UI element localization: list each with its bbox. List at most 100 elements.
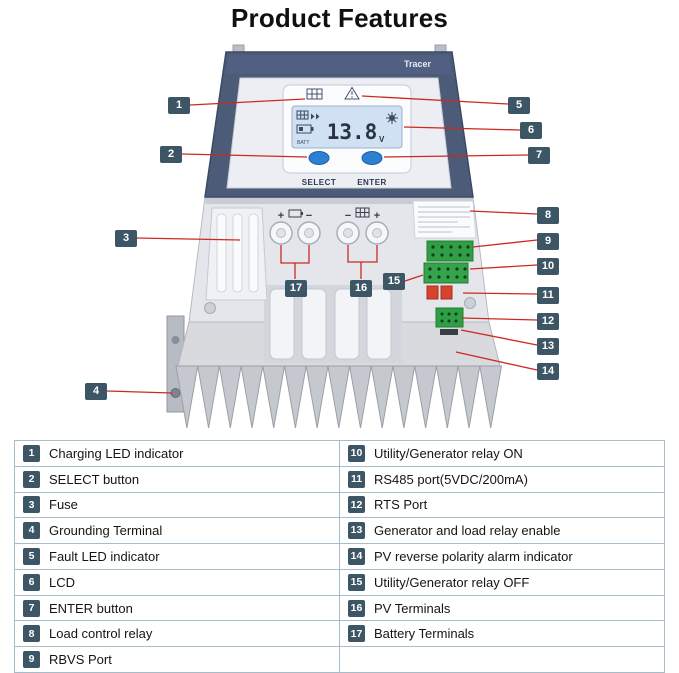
feature-row: 10 Utility/Generator relay ON	[340, 441, 664, 467]
feature-number-badge: 7	[23, 599, 40, 617]
feature-row: 2 SELECT button	[15, 467, 339, 493]
relay-wire-connectors	[426, 285, 453, 300]
feature-label: PV Terminals	[374, 600, 451, 616]
callout-8: 8	[537, 207, 559, 224]
charging-led-icon	[306, 88, 323, 100]
wire-slots	[264, 285, 402, 363]
feature-number-badge: 11	[348, 470, 365, 488]
rs485-port-block	[435, 307, 464, 335]
callout-2: 2	[160, 146, 182, 163]
callout-5: 5	[508, 97, 530, 114]
battery-plus-sign: +	[278, 210, 284, 222]
device-illustration: + − − +	[106, 44, 538, 429]
lcd-batt-label: BATT	[297, 140, 309, 146]
feature-row: 12 RTS Port	[340, 493, 664, 519]
feature-number-badge: 4	[23, 522, 40, 540]
relay-terminal-block	[423, 240, 474, 284]
pv-minus-sign: −	[345, 210, 351, 222]
feature-label: Load control relay	[49, 626, 153, 642]
callout-9: 9	[537, 233, 559, 250]
device-top-panel: Tracer	[204, 51, 474, 198]
feature-label: SELECT button	[49, 471, 140, 487]
feature-label: RBVS Port	[49, 652, 112, 668]
feature-label: RS485 port(5VDC/200mA)	[374, 471, 528, 487]
pv-symbol-icon	[355, 207, 370, 218]
feature-label: Fuse	[49, 497, 78, 513]
select-label: SELECT	[302, 178, 337, 187]
feature-number-badge: 13	[348, 522, 365, 540]
feature-label: LCD	[49, 574, 76, 590]
feature-row: 9 RBVS Port	[15, 647, 339, 672]
feature-number-badge: 16	[348, 599, 365, 617]
display-panel: BATT 13.8 V	[282, 84, 412, 174]
callout-3: 3	[115, 230, 137, 247]
rts-port	[440, 329, 458, 335]
lcd-unit: V	[379, 135, 385, 144]
feature-label: Utility/Generator relay OFF	[374, 574, 530, 590]
lcd-value: 13.8	[327, 120, 378, 144]
callout-14: 14	[537, 363, 559, 380]
heatsink-fins	[175, 365, 503, 429]
feature-row: 11 RS485 port(5VDC/200mA)	[340, 467, 664, 493]
callout-17: 17	[285, 280, 307, 297]
callout-1: 1	[168, 97, 190, 114]
grounding-terminal-hole	[170, 388, 181, 398]
feature-row: 17 Battery Terminals	[340, 621, 664, 648]
feature-label: Battery Terminals	[374, 626, 475, 642]
feature-label: ENTER button	[49, 600, 133, 616]
fuse-compartment	[205, 207, 268, 301]
feature-row: 1 Charging LED indicator	[15, 441, 339, 467]
feature-number-badge: 9	[23, 651, 40, 669]
lcd-screen: BATT 13.8 V	[291, 105, 403, 149]
callout-lines	[106, 95, 538, 394]
terminal-polarity-signs: + − − +	[278, 210, 380, 222]
feature-row-empty	[340, 647, 664, 672]
feature-row: 8 Load control relay	[15, 621, 339, 648]
lcd-sun-icon	[386, 112, 398, 124]
feature-number-badge: 8	[23, 625, 40, 643]
feature-label: Utility/Generator relay ON	[374, 445, 523, 461]
lcd-battery-icon	[296, 124, 314, 134]
feature-row: 5 Fault LED indicator	[15, 544, 339, 570]
wiring-terminals	[269, 221, 389, 245]
select-button	[308, 151, 330, 165]
feature-number-badge: 10	[348, 444, 365, 462]
lcd-pv-icon	[296, 110, 309, 120]
feature-number-badge: 3	[23, 496, 40, 514]
callout-15: 15	[383, 273, 405, 290]
fault-led-icon	[344, 86, 360, 100]
enter-button	[361, 151, 383, 165]
feature-number-badge: 1	[23, 444, 40, 462]
battery-minus-sign: −	[306, 210, 312, 222]
feature-label: Charging LED indicator	[49, 445, 184, 461]
callout-10: 10	[537, 258, 559, 275]
feature-number-badge: 15	[348, 573, 365, 591]
feature-label: RTS Port	[374, 497, 428, 513]
feature-number-badge: 5	[23, 548, 40, 566]
body-hole-left	[204, 302, 216, 314]
enter-label: ENTER	[357, 178, 387, 187]
features-column-right: 10 Utility/Generator relay ON 11 RS485 port…	[340, 441, 664, 672]
feature-number-badge: 2	[23, 470, 40, 488]
lcd-flow-arrows-icon	[311, 113, 320, 120]
feature-row: 3 Fuse	[15, 493, 339, 519]
battery-symbol-icon	[288, 209, 303, 218]
callout-12: 12	[537, 313, 559, 330]
feature-number-badge: 17	[348, 625, 365, 643]
feature-number-badge: 12	[348, 496, 365, 514]
pv-plus-sign: +	[374, 210, 380, 222]
feature-row: 16 PV Terminals	[340, 596, 664, 622]
features-table: 1 Charging LED indicator 2 SELECT button 3 Fu…	[14, 440, 665, 673]
terminal-section: + − − +	[188, 196, 490, 363]
feature-number-badge: 14	[348, 548, 365, 566]
bracket-hole-top	[171, 336, 180, 344]
product-diagram: + − − +	[85, 44, 559, 429]
brand-label: Tracer	[404, 59, 432, 69]
feature-label: Fault LED indicator	[49, 549, 160, 565]
feature-row: 7 ENTER button	[15, 596, 339, 622]
